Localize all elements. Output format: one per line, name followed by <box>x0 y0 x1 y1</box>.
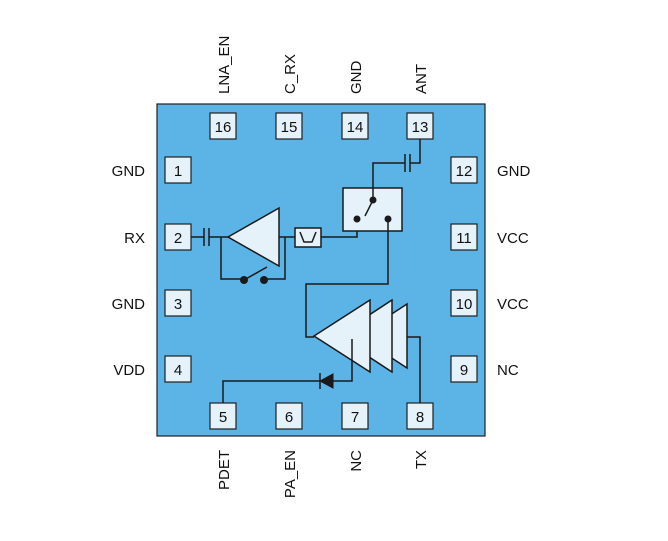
pin-label: PA_EN <box>282 450 299 498</box>
switch-pa-wire <box>305 219 389 338</box>
pin-number: 16 <box>215 119 232 136</box>
pin-label: TX <box>413 450 430 469</box>
pin-label: GND <box>112 163 146 180</box>
pin-label: PDET <box>216 450 233 490</box>
pdet-wire <box>222 380 320 403</box>
top-pin-14: 14 GND <box>341 61 369 140</box>
pin-number: 15 <box>281 119 298 136</box>
pin-number: 5 <box>219 409 227 426</box>
pin-label: GND <box>497 163 531 180</box>
package-body <box>156 103 486 437</box>
pin-number: 3 <box>174 296 182 313</box>
pin-number: 6 <box>285 409 293 426</box>
pin-label: VCC <box>497 296 529 313</box>
filter-icon <box>294 227 322 248</box>
power-amplifier-icon <box>312 298 408 374</box>
pin-number: 12 <box>456 163 473 180</box>
top-pin-13: 13 ANT <box>406 64 434 140</box>
left-pin-3: 3 GND <box>112 289 192 317</box>
tx-wire <box>407 336 421 403</box>
bottom-pin-8: 8 TX <box>406 402 434 469</box>
pin-label: NC <box>348 450 365 472</box>
pin-number: 14 <box>347 119 364 136</box>
bottom-pin-5: 5 PDET <box>209 402 237 490</box>
pin-number: 2 <box>174 230 182 247</box>
pin-label: VCC <box>497 230 529 247</box>
pin-label: NC <box>497 362 519 379</box>
right-pin-9: 9 NC <box>450 355 519 383</box>
bottom-pin-6: 6 PA_EN <box>275 402 303 498</box>
pin-label: ANT <box>413 64 430 94</box>
pdet-sense-wire <box>333 339 353 382</box>
ant-pin-wire <box>410 139 421 164</box>
pin-number: 9 <box>460 362 468 379</box>
right-pin-10: 10 VCC <box>450 289 529 317</box>
pin-number: 13 <box>412 119 429 136</box>
pin-number: 1 <box>174 163 182 180</box>
pin-number: 7 <box>351 409 359 426</box>
pin-label: GND <box>348 61 365 95</box>
right-pin-11: 11 VCC <box>450 223 529 251</box>
pin-number: 4 <box>174 362 182 379</box>
pin-label: GND <box>112 296 146 313</box>
pin-label: RX <box>124 230 145 247</box>
left-pin-1: 1 GND <box>112 156 192 184</box>
left-pin-2: 2 RX <box>124 223 192 251</box>
top-pin-16: 16 LNA_EN <box>209 36 237 140</box>
switch-ant-wire <box>372 162 405 200</box>
pin-number: 8 <box>416 409 424 426</box>
right-pin-12: 12 GND <box>450 156 531 184</box>
pin-label: C_RX <box>282 54 299 94</box>
pin-label: VDD <box>113 362 145 379</box>
top-pin-15: 15 C_RX <box>275 54 303 140</box>
pin-number: 11 <box>456 230 472 247</box>
pin-number: 10 <box>456 296 473 313</box>
bottom-pin-7: 7 NC <box>341 402 369 472</box>
pin-label: LNA_EN <box>216 36 233 94</box>
left-pin-4: 4 VDD <box>113 355 192 383</box>
lna-bypass-switch-icon <box>220 237 286 284</box>
